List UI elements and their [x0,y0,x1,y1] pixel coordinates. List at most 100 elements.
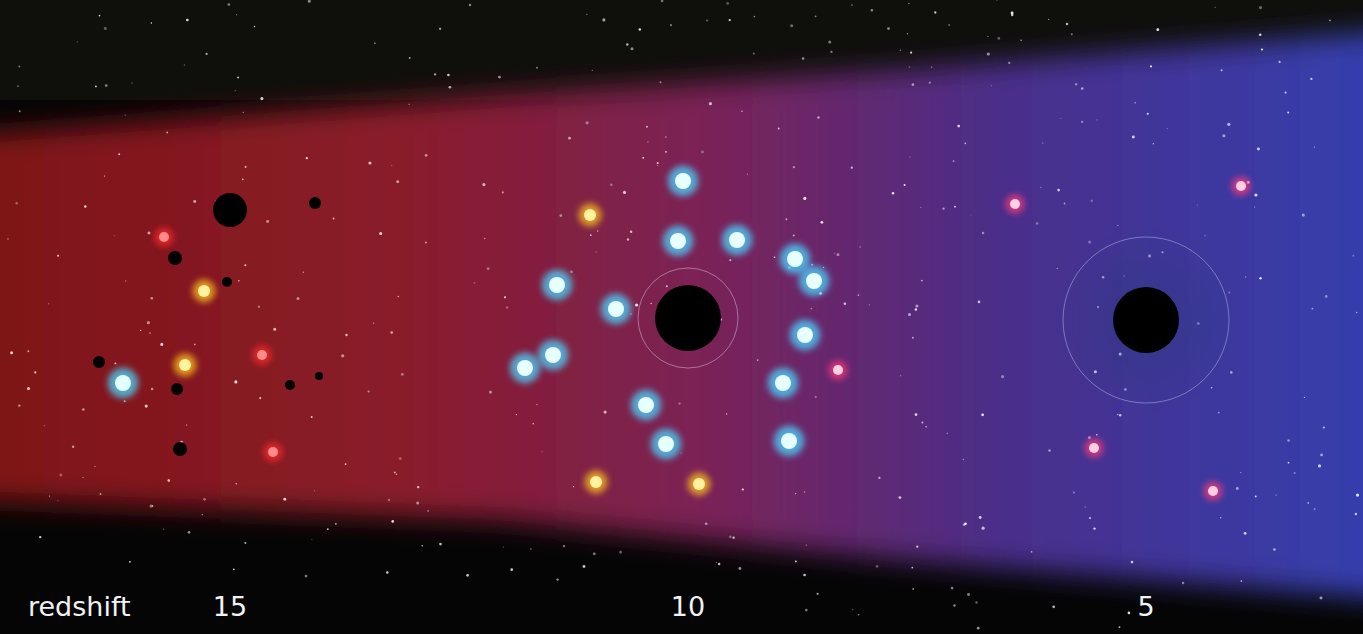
star [1081,87,1084,90]
star [837,253,840,256]
star [602,18,605,21]
star [244,542,246,544]
star [396,473,397,474]
star [701,150,704,153]
star [1259,277,1261,279]
glowing-star [729,232,745,248]
star [934,11,936,13]
star [34,371,36,373]
star [678,403,680,405]
star [963,459,964,460]
star [1048,19,1049,20]
star [954,206,956,208]
star [1220,517,1221,518]
star [1156,28,1159,31]
star [670,24,672,26]
star [666,285,668,287]
star [1356,312,1357,313]
star [626,43,629,46]
star [260,97,263,100]
star-glow [264,443,283,462]
black-hole [168,251,182,265]
star [1279,61,1281,63]
glowing-star [797,327,813,343]
star [1356,494,1359,497]
star [379,232,382,235]
glowing-star [590,476,602,488]
star [258,306,260,308]
star [635,303,638,306]
star [1255,496,1257,498]
star-glow [193,280,216,303]
star [59,473,62,476]
star [439,28,441,30]
star [757,359,759,361]
star [314,490,315,491]
star [1352,255,1354,257]
star [559,214,562,217]
star-glow [1006,195,1025,214]
star [335,523,337,525]
star [1119,626,1121,628]
star [646,126,648,128]
star [1117,414,1118,415]
star [283,498,286,501]
star [665,136,667,138]
star [401,373,404,376]
star [536,67,538,69]
star [979,516,982,519]
star [556,578,558,580]
star [726,2,729,5]
star [586,14,588,16]
star [657,165,658,166]
star [124,400,126,402]
star [345,334,347,336]
star [971,214,972,215]
star [1245,276,1246,277]
star [931,66,932,67]
star-glow [585,471,608,494]
star [305,575,308,578]
star [661,0,664,2]
glowing-star [198,285,210,297]
star [987,52,990,55]
star [163,529,164,530]
star-glow [1204,482,1223,501]
star [1134,102,1135,103]
star [642,157,644,159]
star [1131,561,1134,564]
star [967,593,970,596]
star [99,15,101,17]
glowing-star [693,478,705,490]
glowing-star [787,251,803,267]
star [447,74,449,76]
star [681,452,682,453]
star [77,41,78,42]
star [997,37,1000,40]
star [1230,371,1233,374]
star [1311,308,1313,310]
star [1008,62,1010,64]
star [131,82,132,83]
star [1119,414,1121,416]
axis-title: redshift [28,593,131,620]
star [1089,517,1091,519]
star [194,344,196,346]
star [892,192,894,194]
star [583,565,586,568]
star [48,303,49,304]
star [469,4,471,6]
star [311,416,313,418]
star [869,304,871,306]
star [1314,147,1315,148]
star [1064,203,1066,205]
star [243,112,244,113]
glowing-star [584,209,596,221]
star [987,36,988,37]
star [948,24,949,25]
star [1031,551,1033,553]
star [915,304,918,307]
glowing-star [517,360,533,376]
epoch-band [0,30,1363,600]
horizon-ring [638,268,738,368]
